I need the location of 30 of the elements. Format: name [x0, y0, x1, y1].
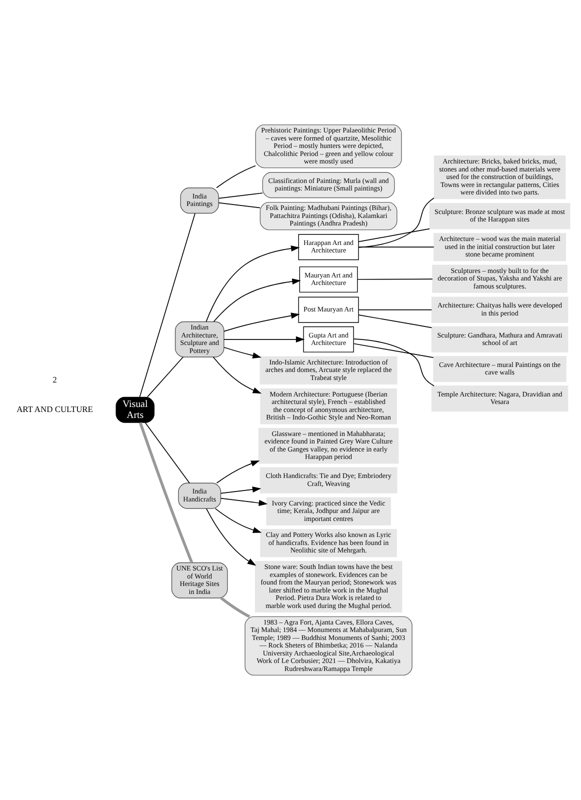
connector: [358, 246, 434, 248]
connector: [357, 278, 433, 280]
connector: [218, 202, 260, 208]
connector: [144, 422, 190, 484]
arrow: [212, 356, 262, 394]
connector: [146, 356, 184, 398]
connector: [358, 228, 430, 242]
arrow: [214, 508, 262, 533]
label: 2: [52, 374, 57, 384]
arrow: [216, 460, 260, 484]
connector: [353, 343, 434, 358]
connector: [358, 314, 432, 328]
connector: [139, 213, 196, 398]
connector: [218, 192, 264, 199]
connector: [220, 596, 250, 618]
connector: [353, 338, 434, 386]
connector: [138, 422, 194, 564]
arrow: [224, 336, 305, 342]
arrow: [220, 498, 268, 506]
arrow: [224, 346, 262, 358]
arrow: [224, 312, 300, 332]
node-box: Visual Arts: [116, 396, 154, 423]
arrow: [220, 486, 262, 494]
connector: [216, 165, 256, 188]
arrow: [206, 245, 300, 322]
arrow: [213, 278, 301, 322]
label: ART AND CULTURE: [16, 404, 93, 414]
connector: [358, 198, 434, 248]
arrow: [206, 508, 256, 566]
connector: [358, 309, 432, 310]
